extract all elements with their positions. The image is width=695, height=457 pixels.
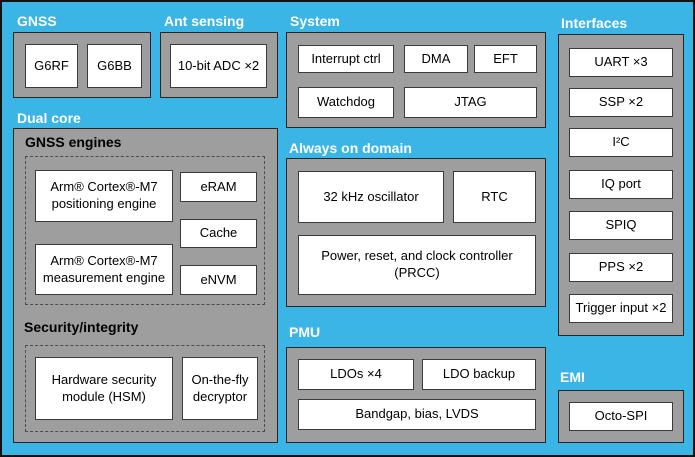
block-uart: UART ×3 xyxy=(569,48,673,77)
block-eram: eRAM xyxy=(180,172,257,202)
block-hsm: Hardware security module (HSM) xyxy=(35,357,173,420)
block-trigger-input: Trigger input ×2 xyxy=(569,294,673,323)
block-bandgap-bias-lvds: Bandgap, bias, LVDS xyxy=(298,399,536,430)
group-security-integrity xyxy=(25,345,265,432)
block-envm: eNVM xyxy=(180,265,257,295)
block-rtc: RTC xyxy=(453,171,536,223)
section-label-ant-sensing: Ant sensing xyxy=(164,13,245,29)
section-label-dual-core: Dual core xyxy=(17,110,81,126)
block-ssp: SSP ×2 xyxy=(569,88,673,117)
section-label-emi: EMI xyxy=(560,369,585,385)
heading-gnss-engines: GNSS engines xyxy=(25,134,122,150)
block-cache: Cache xyxy=(180,219,257,248)
block-otf-decryptor: On-the-fly decryptor xyxy=(182,357,258,420)
block-dma: DMA xyxy=(404,45,468,73)
block-g6rf: G6RF xyxy=(25,44,78,88)
section-label-pmu: PMU xyxy=(289,324,321,340)
block-10bit-adc: 10-bit ADC ×2 xyxy=(170,44,267,88)
heading-security-integrity: Security/integrity xyxy=(24,319,139,335)
block-jtag: JTAG xyxy=(404,87,537,118)
group-gnss-engines xyxy=(25,156,265,305)
block-ldos: LDOs ×4 xyxy=(298,359,414,390)
section-label-system: System xyxy=(290,13,340,29)
block-g6bb: G6BB xyxy=(87,44,142,88)
section-label-gnss: GNSS xyxy=(17,13,57,29)
block-ldo-backup: LDO backup xyxy=(422,359,536,390)
block-arm-positioning-engine: Arm® Cortex®-M7 positioning engine xyxy=(35,170,173,222)
section-label-always-on: Always on domain xyxy=(289,140,412,156)
block-pps: PPS ×2 xyxy=(569,253,673,282)
block-octo-spi: Octo-SPI xyxy=(569,402,673,431)
block-interrupt-ctrl: Interrupt ctrl xyxy=(298,45,394,73)
block-watchdog: Watchdog xyxy=(298,87,394,118)
block-32khz-oscillator: 32 kHz oscillator xyxy=(298,171,444,223)
block-i2c: I²C xyxy=(569,128,673,157)
block-iq-port: IQ port xyxy=(569,170,673,199)
section-label-interfaces: Interfaces xyxy=(561,15,628,31)
block-prcc: Power, reset, and clock controller (PRCC… xyxy=(298,235,536,295)
block-arm-measurement-engine: Arm® Cortex®-M7 measurement engine xyxy=(35,244,173,295)
block-eft: EFT xyxy=(474,45,537,73)
block-spiq: SPIQ xyxy=(569,211,673,240)
